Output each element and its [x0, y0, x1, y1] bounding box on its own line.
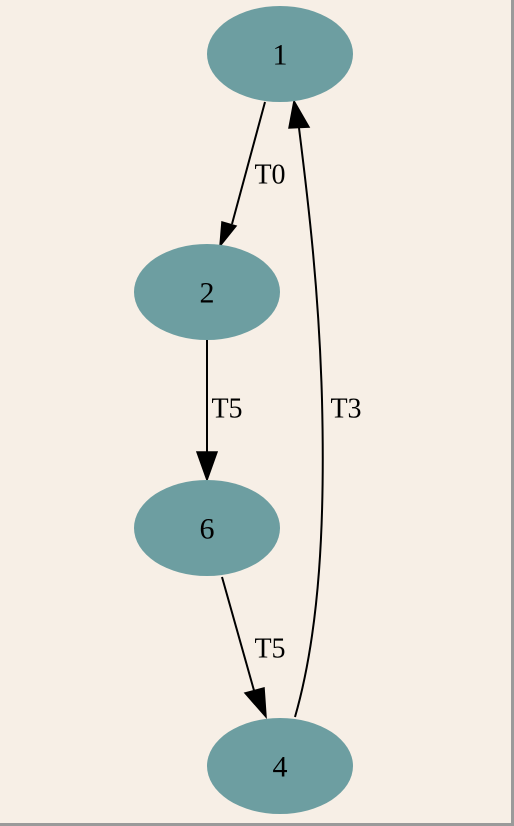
node-2-shape [134, 244, 280, 340]
node-2-label: 2 [200, 277, 215, 310]
edge-4-to-1: T3 [288, 98, 362, 718]
node-2: 2 [134, 244, 280, 340]
edge-4-to-1-label: T3 [330, 394, 361, 425]
edge-6-to-4-arrowhead [243, 687, 267, 720]
node-4: 4 [207, 718, 353, 814]
node-4-shape [207, 718, 353, 814]
edge-6-to-4: T5 [221, 576, 286, 720]
node-1: 1 [207, 6, 353, 102]
node-6-label: 6 [200, 513, 215, 546]
edge-1-to-2-arrowhead [219, 221, 238, 249]
edge-2-to-6: T5 [195, 340, 243, 483]
edge-2-to-6-label: T5 [211, 394, 242, 425]
node-4-label: 4 [273, 751, 288, 784]
node-1-label: 1 [273, 39, 288, 72]
node-6-shape [134, 480, 280, 576]
node-6: 6 [134, 480, 280, 576]
edge-6-to-4-line [221, 576, 256, 695]
edge-1-to-2-label: T0 [254, 160, 285, 191]
edge-2-to-6-arrowhead [195, 451, 219, 483]
edge-1-to-2: T0 [219, 101, 286, 249]
node-1-shape [207, 6, 353, 102]
edge-6-to-4-label: T5 [254, 634, 285, 665]
edge-4-to-1-arrowhead [288, 98, 311, 129]
edge-4-to-1-line [294, 127, 324, 718]
edge-1-to-2-line [231, 101, 266, 225]
